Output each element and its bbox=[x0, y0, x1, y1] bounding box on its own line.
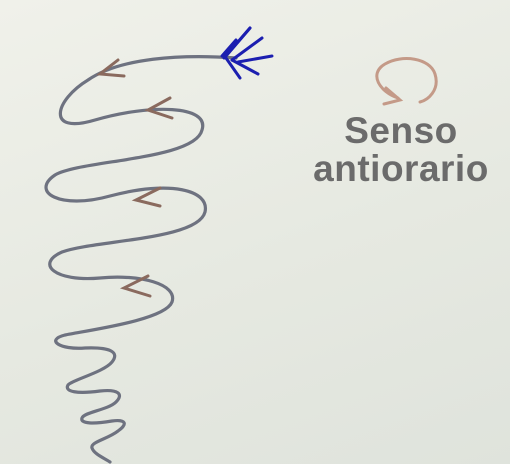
diagram-caption: Senso antiorario bbox=[296, 112, 506, 188]
counterclockwise-loop-icon bbox=[375, 57, 438, 106]
caption-line-2: antiorario bbox=[313, 148, 489, 189]
fletching-icon bbox=[220, 26, 274, 80]
caption-line-1: Senso bbox=[344, 110, 458, 151]
arrowhead-1-icon bbox=[96, 58, 126, 78]
arrowhead-2-icon bbox=[144, 96, 174, 120]
arrowhead-3-icon bbox=[131, 186, 162, 208]
spiral-path bbox=[44, 55, 238, 464]
arrowhead-marks bbox=[96, 58, 174, 298]
arrowhead-4-icon bbox=[119, 274, 152, 298]
